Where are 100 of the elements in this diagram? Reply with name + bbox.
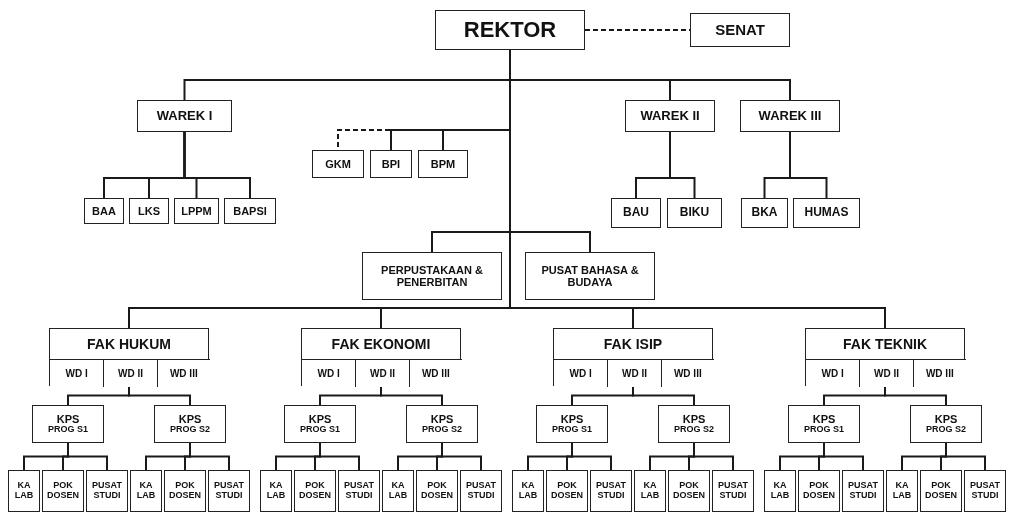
unit-box <box>793 198 860 228</box>
unit-box <box>164 470 206 512</box>
connector-line <box>945 442 986 471</box>
unit-box <box>920 470 962 512</box>
unit-box <box>546 470 588 512</box>
unit-label: KA LAB <box>517 481 539 501</box>
connector-line <box>823 442 864 471</box>
unit-box <box>130 470 162 512</box>
unit-label: PROG S2 <box>170 425 210 435</box>
unit-box <box>338 470 380 512</box>
unit-label: FAK EKONOMI <box>331 335 431 354</box>
unit-label: PUSAT STUDI <box>465 481 497 501</box>
unit-box <box>712 470 754 512</box>
unit-label: POK DOSEN <box>169 481 201 501</box>
unit-label: WAREK I <box>156 108 213 124</box>
unit-label: PUSAT STUDI <box>213 481 245 501</box>
unit-box <box>208 470 250 512</box>
unit-label: BAA <box>92 204 116 218</box>
unit-label: KA LAB <box>639 481 661 501</box>
unit-label: BAU <box>623 206 649 220</box>
unit-label: KPS <box>56 413 80 426</box>
unit-label: WD I <box>569 368 592 379</box>
unit-box <box>667 198 722 228</box>
faculty-box <box>301 328 461 386</box>
unit-label: PUSAT STUDI <box>91 481 123 501</box>
unit-box <box>406 405 478 443</box>
unit-box <box>137 100 232 132</box>
unit-label: PROG S1 <box>552 425 592 435</box>
unit-box <box>42 470 84 512</box>
unit-label: WD I <box>65 368 88 379</box>
unit-box <box>788 405 860 443</box>
unit-box <box>625 100 715 132</box>
unit-box <box>460 470 502 512</box>
unit-box <box>174 198 219 224</box>
connector-line <box>571 442 612 471</box>
unit-label: WAREK III <box>758 108 822 124</box>
unit-label: KPS <box>812 413 836 426</box>
unit-box <box>634 470 666 512</box>
unit-box <box>590 470 632 512</box>
unit-label: KPS <box>178 413 202 426</box>
unit-label: PUSAT STUDI <box>717 481 749 501</box>
unit-label: PERPUSTAKAAN & PENERBITAN <box>380 263 484 289</box>
unit-box <box>611 198 661 228</box>
unit-label: PROG S1 <box>804 425 844 435</box>
unit-label: POK DOSEN <box>551 481 583 501</box>
unit-label: PROG S1 <box>48 425 88 435</box>
deputy-box <box>607 359 661 387</box>
unit-label: KPS <box>308 413 332 426</box>
unit-box <box>370 150 412 178</box>
unit-label: POK DOSEN <box>925 481 957 501</box>
unit-label: HUMAS <box>804 206 849 220</box>
unit-label: KA LAB <box>891 481 913 501</box>
unit-label: PROG S1 <box>300 425 340 435</box>
unit-label: POK DOSEN <box>673 481 705 501</box>
unit-label: WD I <box>317 368 340 379</box>
unit-box <box>668 470 710 512</box>
unit-box <box>284 405 356 443</box>
unit-box <box>8 470 40 512</box>
unit-label: FAK ISIP <box>603 335 663 354</box>
unit-label: BIKU <box>679 206 710 220</box>
unit-label: PUSAT STUDI <box>595 481 627 501</box>
unit-label: WD II <box>118 368 143 379</box>
unit-label: BKA <box>751 206 778 220</box>
unit-label: REKTOR <box>463 17 557 43</box>
unit-label: WD II <box>874 368 899 379</box>
unit-box <box>362 252 502 300</box>
unit-label: KA LAB <box>769 481 791 501</box>
unit-box <box>741 198 788 228</box>
unit-label: POK DOSEN <box>299 481 331 501</box>
unit-box <box>418 150 468 178</box>
unit-label: FAK TEKNIK <box>843 335 927 354</box>
deputy-box <box>355 359 409 387</box>
unit-label: PROG S2 <box>674 425 714 435</box>
unit-label: WD III <box>421 368 450 379</box>
unit-box <box>740 100 840 132</box>
unit-label: PUSAT STUDI <box>969 481 1001 501</box>
deputy-box <box>302 359 356 387</box>
deputy-box <box>103 359 157 387</box>
faculty-box <box>553 328 713 386</box>
unit-label: GKM <box>325 157 351 171</box>
unit-label: PUSAT STUDI <box>847 481 879 501</box>
unit-label: WD I <box>821 368 844 379</box>
unit-box <box>525 252 655 300</box>
unit-label: KA LAB <box>13 481 35 501</box>
unit-box <box>129 198 169 224</box>
unit-label: POK DOSEN <box>803 481 835 501</box>
connector-line <box>189 442 230 471</box>
faculty-box <box>49 328 209 386</box>
unit-label: POK DOSEN <box>47 481 79 501</box>
unit-label: WAREK II <box>640 108 700 124</box>
unit-label: PUSAT STUDI <box>343 481 375 501</box>
unit-label: WD II <box>622 368 647 379</box>
unit-box <box>260 470 292 512</box>
unit-label: LKS <box>138 204 160 218</box>
unit-box <box>964 470 1006 512</box>
unit-box <box>690 13 790 47</box>
unit-box <box>512 470 544 512</box>
connector-line <box>441 442 482 471</box>
unit-box <box>798 470 840 512</box>
unit-label: WD III <box>169 368 198 379</box>
